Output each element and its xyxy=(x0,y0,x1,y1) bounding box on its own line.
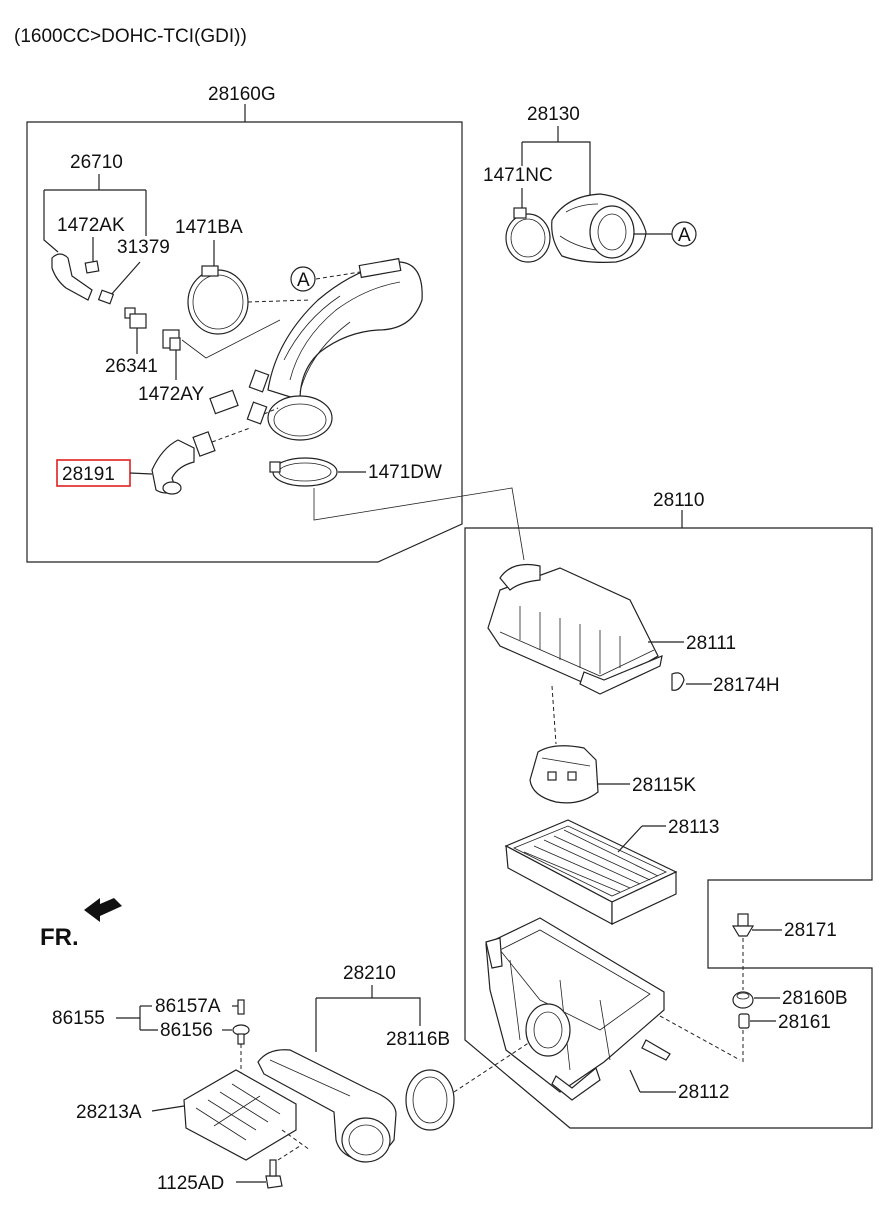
label-28112[interactable]: 28112 xyxy=(678,1082,729,1103)
front-arrow-icon xyxy=(84,898,122,922)
fastener-86156 xyxy=(232,1024,250,1045)
clamp-1471DW xyxy=(269,457,338,487)
label-86155[interactable]: 86155 xyxy=(52,1008,105,1029)
cover-28111 xyxy=(487,563,663,695)
engine-spec-title: (1600CC>DOHC-TCI(GDI)) xyxy=(14,26,247,47)
clip-28174H xyxy=(671,672,685,691)
label-28116B[interactable]: 28116B xyxy=(386,1029,450,1050)
duct-28210 xyxy=(257,1049,397,1163)
label-28191[interactable]: 28191 xyxy=(62,464,115,485)
label-28111[interactable]: 28111 xyxy=(686,633,736,654)
seal-28116B xyxy=(405,1069,455,1131)
label-28110[interactable]: 28110 xyxy=(653,490,704,511)
lower-case-28112 xyxy=(485,917,671,1101)
bracket-28213A xyxy=(183,1069,297,1161)
fastener-86157A xyxy=(237,999,245,1015)
intake-duct xyxy=(267,257,423,441)
grommet-28160B xyxy=(732,991,754,1009)
clamp-1471NC xyxy=(505,207,551,263)
ref-a-label-1: A xyxy=(297,270,310,291)
clip-1472AY xyxy=(162,329,181,351)
label-28160G[interactable]: 28160G xyxy=(208,84,276,105)
label-26341[interactable]: 26341 xyxy=(105,356,158,377)
label-1472AK[interactable]: 1472AK xyxy=(57,215,125,236)
label-1125AD[interactable]: 1125AD xyxy=(157,1173,224,1194)
label-28210[interactable]: 28210 xyxy=(343,963,396,984)
connector-pieces xyxy=(192,369,270,457)
label-28174H[interactable]: 28174H xyxy=(713,675,780,696)
label-28113[interactable]: 28113 xyxy=(668,817,719,838)
resonator-28115K xyxy=(529,745,599,804)
label-1472AY[interactable]: 1472AY xyxy=(138,384,205,405)
label-28161[interactable]: 28161 xyxy=(778,1012,831,1033)
hose-26710 xyxy=(51,253,115,305)
clamp-1471BA xyxy=(187,265,249,335)
label-28160B[interactable]: 28160B xyxy=(782,988,848,1009)
elbow-hose-28191 xyxy=(151,439,195,495)
ref-a-label-2: A xyxy=(678,225,691,246)
label-31379[interactable]: 31379 xyxy=(117,237,170,258)
label-28213A[interactable]: 28213A xyxy=(76,1102,142,1123)
filter-28113 xyxy=(504,819,678,926)
ref-a-circle-2 xyxy=(671,221,697,247)
bolt-28171 xyxy=(731,913,755,937)
label-26710[interactable]: 26710 xyxy=(70,152,123,173)
label-1471NC[interactable]: 1471NC xyxy=(483,165,553,186)
label-28115K[interactable]: 28115K xyxy=(632,775,696,796)
pin-28161 xyxy=(738,1013,750,1029)
label-86157A[interactable]: 86157A xyxy=(155,996,221,1017)
label-28171[interactable]: 28171 xyxy=(784,920,837,941)
label-1471DW[interactable]: 1471DW xyxy=(368,462,442,483)
sensor-26341 xyxy=(124,307,147,329)
bolt-1125AD xyxy=(265,1159,283,1189)
hose-28130 xyxy=(551,193,647,263)
label-28130[interactable]: 28130 xyxy=(527,104,580,125)
label-86156[interactable]: 86156 xyxy=(160,1020,213,1041)
group-box-28110 xyxy=(464,527,873,1129)
ref-a-circle-1 xyxy=(290,266,316,292)
label-1471BA[interactable]: 1471BA xyxy=(175,217,243,238)
group-box-28160G xyxy=(26,121,463,563)
front-indicator-label: FR. xyxy=(40,924,79,951)
